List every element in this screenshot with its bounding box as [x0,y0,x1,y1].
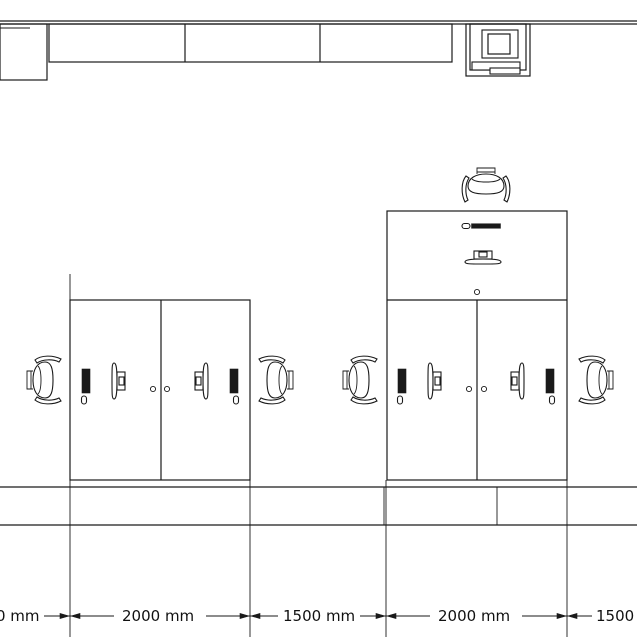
dim-label-partial-right: 1500 [596,607,634,625]
printer-icon [465,23,531,77]
dimension-chain: 0 mm 2000 mm 1500 mm 2000 mm 1500 [0,480,637,637]
keyboard-icon [471,223,501,229]
mouse-icon [232,395,240,405]
lower-wall-strip [0,486,637,526]
cable-grommet-icon [480,385,488,393]
office-chair-icon [461,167,511,203]
desk-cluster-left [69,274,251,481]
dim-label-aisle: 1500 mm [283,607,355,625]
monitor-icon [464,250,502,265]
keyboard-icon [81,368,91,394]
monitor-icon [111,362,126,400]
office-chair-icon [578,355,614,405]
dim-label-desk-1: 2000 mm [122,607,194,625]
cable-grommet-icon [473,288,481,296]
dim-label-desk-2: 2000 mm [438,607,510,625]
mouse-icon [80,395,88,405]
cable-grommet-icon [465,385,473,393]
mouse-icon [461,222,471,230]
cable-grommet-icon [163,385,171,393]
office-chair-icon [258,355,294,405]
wall-cabinets [0,20,637,81]
office-chair-icon [342,355,378,405]
monitor-icon [427,362,442,400]
desk-cluster-right [386,210,568,481]
workstation-right-b [480,355,614,405]
workstation-left-b [163,355,294,405]
workstation-right-top [461,167,511,296]
keyboard-icon [545,368,555,394]
monitor-icon [194,362,209,400]
cable-grommet-icon [149,385,157,393]
keyboard-icon [397,368,407,394]
mouse-icon [548,395,556,405]
mouse-icon [396,395,404,405]
keyboard-icon [229,368,239,394]
workstation-right-a [342,355,473,405]
office-chair-icon [26,355,62,405]
dim-label-partial-left: 0 mm [0,607,40,625]
monitor-icon [510,362,525,400]
workstation-left-a [26,355,157,405]
